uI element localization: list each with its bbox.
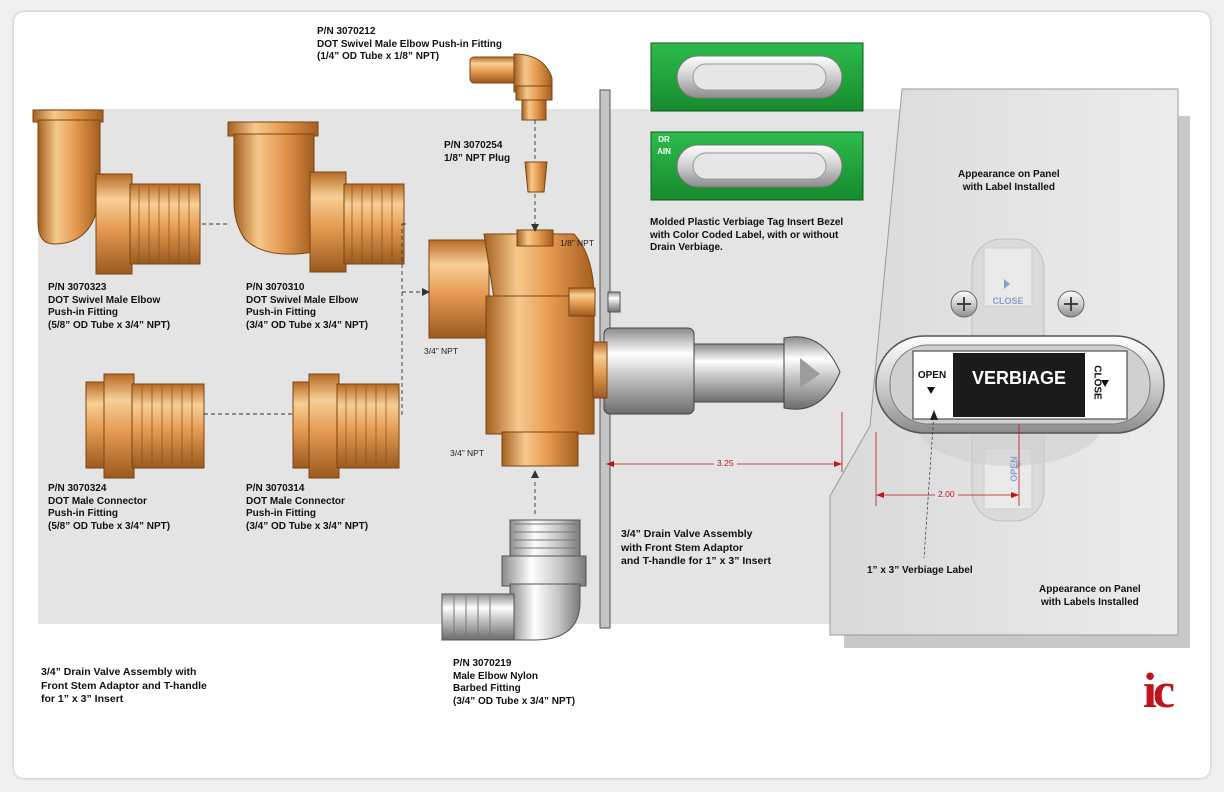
part-name: DOT Swivel Male Elbow xyxy=(246,294,359,306)
part-number: P/N 3070324 xyxy=(48,483,107,494)
fitting-3070324 xyxy=(85,373,205,479)
part-number: P/N 3070219 xyxy=(453,658,512,669)
part-name: DOT Male Connector xyxy=(246,495,345,507)
verbiage-label-black xyxy=(953,353,1085,417)
verbiage-leader xyxy=(923,411,935,559)
part-name: Push-in Fitting xyxy=(48,508,118,519)
triangle-down-icon xyxy=(1101,380,1109,387)
part-number: P/N 3070314 xyxy=(246,483,305,494)
valve-body xyxy=(485,295,595,435)
verbiage-callout: 1” x 3” Verbiage Label xyxy=(867,565,973,576)
part-name: DOT Male Connector xyxy=(48,495,147,507)
part-name: Barbed Fitting xyxy=(453,683,521,694)
part-name: Push-in Fitting xyxy=(246,508,316,519)
dimension-label-width: 2.00 xyxy=(935,489,958,499)
ghost-open-text: OPEN xyxy=(1009,456,1019,482)
bezel-note: Molded Plastic Verbiage Tag Insert Bezel… xyxy=(650,217,844,253)
part-name: DOT Swivel Male Elbow xyxy=(48,294,161,306)
part-name: Male Elbow Nylon xyxy=(453,670,539,682)
fitting-3070323 xyxy=(32,109,201,275)
verbiage-close: CLOSE xyxy=(1091,365,1103,400)
assembly-label-center: 3/4” Drain Valve Assembly with Front Ste… xyxy=(621,528,771,567)
port-label-bottom: 3/4” NPT xyxy=(450,448,485,458)
drain-label: DRAIN xyxy=(657,135,671,156)
diagram-graphics xyxy=(32,42,1190,720)
fitting-3070310 xyxy=(227,121,405,273)
valve-side-port xyxy=(428,239,490,339)
callout-3070212: P/N 3070212 DOT Swivel Male Elbow Push-i… xyxy=(317,26,502,64)
verbiage-open: OPEN xyxy=(917,370,947,381)
callout-3070323: P/N 3070323 DOT Swivel Male Elbow Push-i… xyxy=(48,282,170,332)
part-spec: (3/4” OD Tube x 3/4” NPT) xyxy=(246,520,369,532)
valve-bottom xyxy=(501,431,579,467)
part-spec: (3/4” OD Tube x 3/4” NPT) xyxy=(453,695,576,707)
part-spec: (5/8” OD Tube x 3/4” NPT) xyxy=(48,520,171,532)
part-number: P/N 3070323 xyxy=(48,282,107,293)
connector-lines xyxy=(202,120,536,517)
verbiage-center: VERBIAGE xyxy=(971,368,1067,388)
callout-3070314: P/N 3070314 DOT Male Connector Push-in F… xyxy=(246,483,368,533)
panel-note-bottom: Appearance on Panel with Labels Installe… xyxy=(1039,584,1141,608)
panel-note-top: Appearance on Panel with Label Installed xyxy=(958,169,1060,193)
plug-3070254 xyxy=(524,161,548,193)
callout-3070324: P/N 3070324 DOT Male Connector Push-in F… xyxy=(48,483,170,533)
part-spec: (1/4” OD Tube x 1/8” NPT) xyxy=(317,51,440,62)
part-spec: (5/8” OD Tube x 3/4” NPT) xyxy=(48,319,171,331)
part-name: Push-in Fitting xyxy=(48,307,118,318)
part-number: P/N 3070212 xyxy=(317,26,376,37)
dimension-stem: 3.25 xyxy=(714,458,737,468)
triangle-down-icon xyxy=(927,387,935,394)
callout-3070219: P/N 3070219 Male Elbow Nylon Barbed Fitt… xyxy=(453,658,575,708)
assembly-label-left: 3/4” Drain Valve Assembly with Front Ste… xyxy=(41,666,207,705)
callout-3070310: P/N 3070310 DOT Swivel Male Elbow Push-i… xyxy=(246,282,368,332)
part-name: DOT Swivel Male Elbow Push-in Fitting xyxy=(317,38,503,50)
part-name: 1/8” NPT Plug xyxy=(444,152,511,164)
part-spec: (3/4” OD Tube x 3/4” NPT) xyxy=(246,319,369,331)
port-label-side: 3/4” NPT xyxy=(424,346,459,356)
stem-tube xyxy=(693,343,795,403)
logo: ic xyxy=(1143,662,1175,718)
fitting-3070314 xyxy=(292,373,400,479)
diagram-card: P/N 3070212 DOT Swivel Male Elbow Push-i… xyxy=(14,12,1210,778)
stem-adaptor xyxy=(603,327,695,415)
logo-box xyxy=(1141,672,1189,720)
callout-3070254: P/N 3070254 1/8” NPT Plug xyxy=(444,140,510,165)
ghost-close-label xyxy=(983,247,1033,307)
part-name: Push-in Fitting xyxy=(246,307,316,318)
screw-icon xyxy=(950,290,978,318)
port-label-top: 1/8” NPT xyxy=(560,238,595,248)
part-number: P/N 3070254 xyxy=(444,140,503,151)
ghost-close-text: CLOSE xyxy=(992,296,1024,306)
screw-icon xyxy=(1057,290,1085,318)
part-number: P/N 3070310 xyxy=(246,282,305,293)
fitting-3070219 xyxy=(441,519,587,641)
